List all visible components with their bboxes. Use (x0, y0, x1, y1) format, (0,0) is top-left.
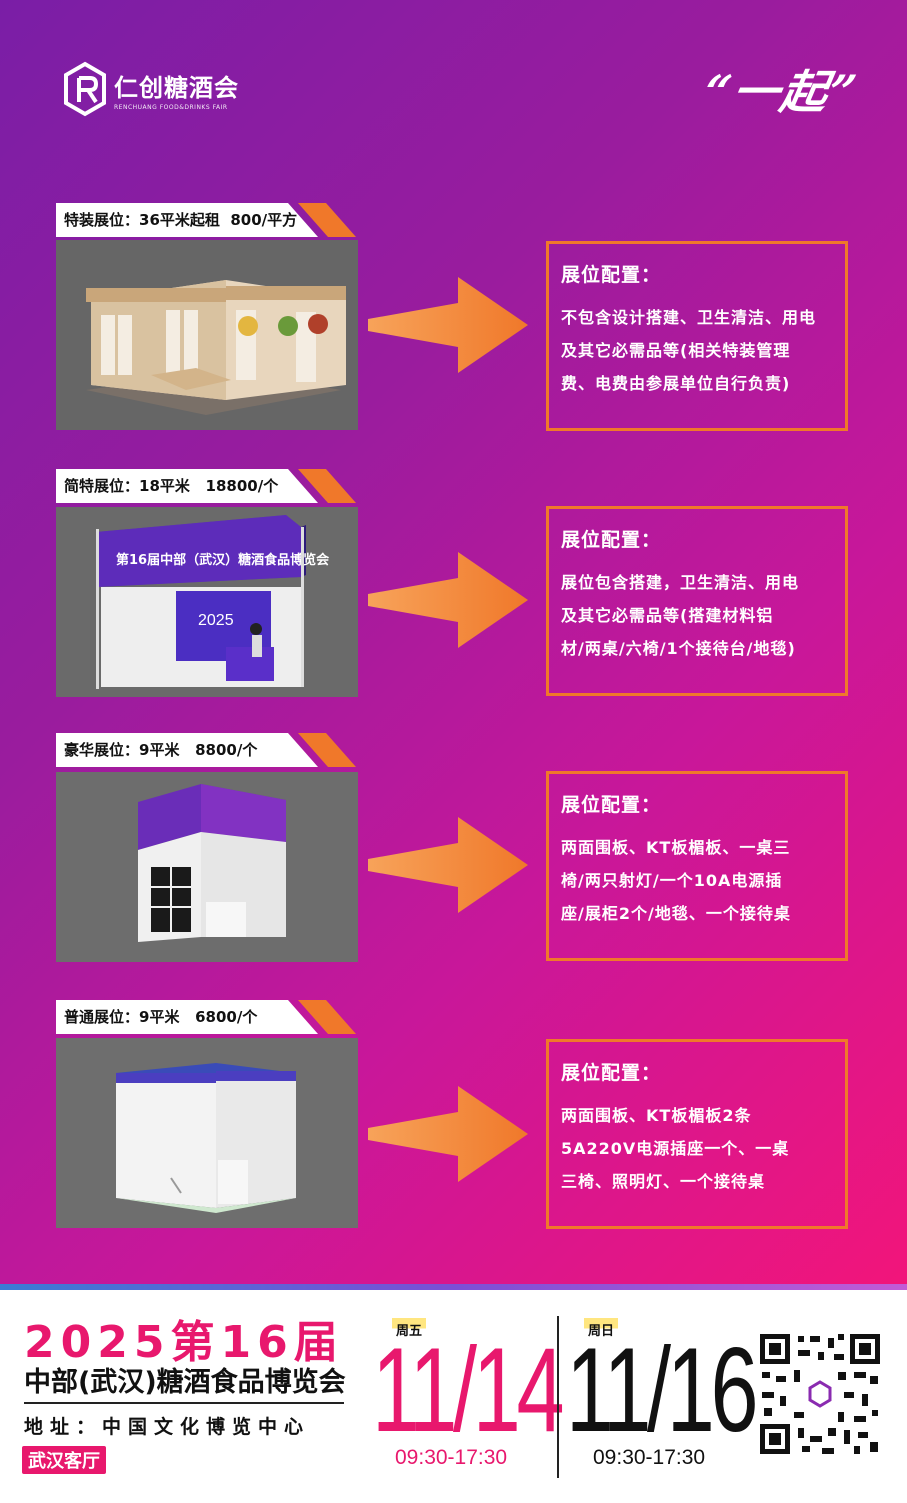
divider (24, 1402, 344, 1404)
config-line: 座/展柜2个/地毯、一个接待桌 (561, 904, 791, 923)
start-time: 09:30-17:30 (395, 1446, 508, 1469)
config-line: 不包含设计搭建、卫生清洁、用电 (561, 308, 817, 327)
booth-label-text: 豪华展位：9平米 8800/个 (64, 741, 258, 759)
booth-photo-deluxe (56, 772, 358, 962)
booth-label-special: 特装展位：36平米起租 800/平方 (56, 203, 356, 237)
brand-name-en: RENCHUANG FOOD&DRINKS FAIR (114, 103, 228, 111)
booth-label-deluxe: 豪华展位：9平米 8800/个 (56, 733, 356, 767)
arrow-right-icon (368, 552, 528, 648)
config-line: 两面围板、KT板楣板2条 (561, 1106, 752, 1125)
config-title: 展位配置： (561, 794, 662, 816)
booth-config-deluxe: 展位配置： 两面围板、KT板楣板、一桌三 椅/两只射灯/一个10A电源插 座/展… (546, 771, 848, 961)
config-title: 展位配置： (561, 529, 662, 551)
panel-year: 2025 (198, 612, 234, 629)
config-line: 三椅、照明灯、一个接待桌 (561, 1172, 766, 1191)
start-date: 11/14 (372, 1323, 565, 1457)
event-subtitle: 中部(武汉)糖酒食品博览会 (24, 1367, 346, 1398)
booth-label-text: 特装展位：36平米起租 800/平方 (64, 211, 298, 229)
config-title: 展位配置： (561, 264, 662, 286)
end-time: 09:30-17:30 (593, 1446, 706, 1469)
arrow-right-icon (368, 1086, 528, 1182)
config-line: 展位包含搭建，卫生清洁、用电 (561, 573, 800, 592)
venue-badge: 武汉客厅 (22, 1446, 106, 1474)
config-title: 展位配置： (561, 1062, 662, 1084)
booth-label-text: 简特展位：18平米 18800/个 (64, 477, 279, 495)
config-line: 椅/两只射灯/一个10A电源插 (561, 871, 783, 890)
start-weekday: 周五 (392, 1318, 427, 1341)
booth-label-text: 普通展位：9平米 6800/个 (64, 1008, 258, 1026)
config-line: 5A220V电源插座一个、一桌 (561, 1139, 790, 1158)
booth-label-standard: 普通展位：9平米 6800/个 (56, 1000, 356, 1034)
end-date: 11/16 (566, 1323, 759, 1457)
poster-background: 仁创糖酒会 RENCHUANG FOOD&DRINKS FAIR “一起” 特装… (0, 0, 907, 1290)
slogan: “一起” (699, 65, 863, 119)
config-line: 材/两桌/六椅/1个接待台/地毯) (561, 639, 796, 658)
booth-photo-standard (56, 1038, 358, 1228)
end-weekday: 周日 (584, 1318, 619, 1341)
config-line: 费、电费由参展单位自行负责) (561, 374, 791, 393)
arrow-right-icon (368, 277, 528, 373)
event-footer: 2025第16届 中部(武汉)糖酒食品博览会 地址：中国文化博览中心 武汉客厅 … (0, 1296, 907, 1503)
booth-photo-special (56, 240, 358, 430)
config-line: 及其它必需品等(搭建材料铝 (561, 606, 774, 625)
config-line: 两面围板、KT板楣板、一桌三 (561, 838, 791, 857)
booth-config-standard: 展位配置： 两面围板、KT板楣板2条 5A220V电源插座一个、一桌 三椅、照明… (546, 1039, 848, 1229)
event-address: 地址：中国文化博览中心 (24, 1416, 311, 1438)
booth-config-simple: 展位配置： 展位包含搭建，卫生清洁、用电 及其它必需品等(搭建材料铝 材/两桌/… (546, 506, 848, 696)
config-line: 及其它必需品等(相关特装管理 (561, 341, 791, 360)
booth-label-simple: 简特展位：18平米 18800/个 (56, 469, 356, 503)
arrow-right-icon (368, 817, 528, 913)
date-divider (557, 1316, 559, 1478)
booth-config-special: 展位配置： 不包含设计搭建、卫生清洁、用电 及其它必需品等(相关特装管理 费、电… (546, 241, 848, 431)
qr-code-icon (758, 1332, 882, 1456)
event-title: 2025第16届 (24, 1317, 344, 1368)
fascia-text: 第16届中部（武汉）糖酒食品博览会 (116, 552, 330, 568)
brand-logo: 仁创糖酒会 RENCHUANG FOOD&DRINKS FAIR (62, 60, 239, 118)
brand-name: 仁创糖酒会 (114, 73, 239, 102)
brand-logo-mark (64, 61, 106, 117)
booth-photo-simple: 第16届中部（武汉）糖酒食品博览会 2025 (56, 507, 358, 697)
